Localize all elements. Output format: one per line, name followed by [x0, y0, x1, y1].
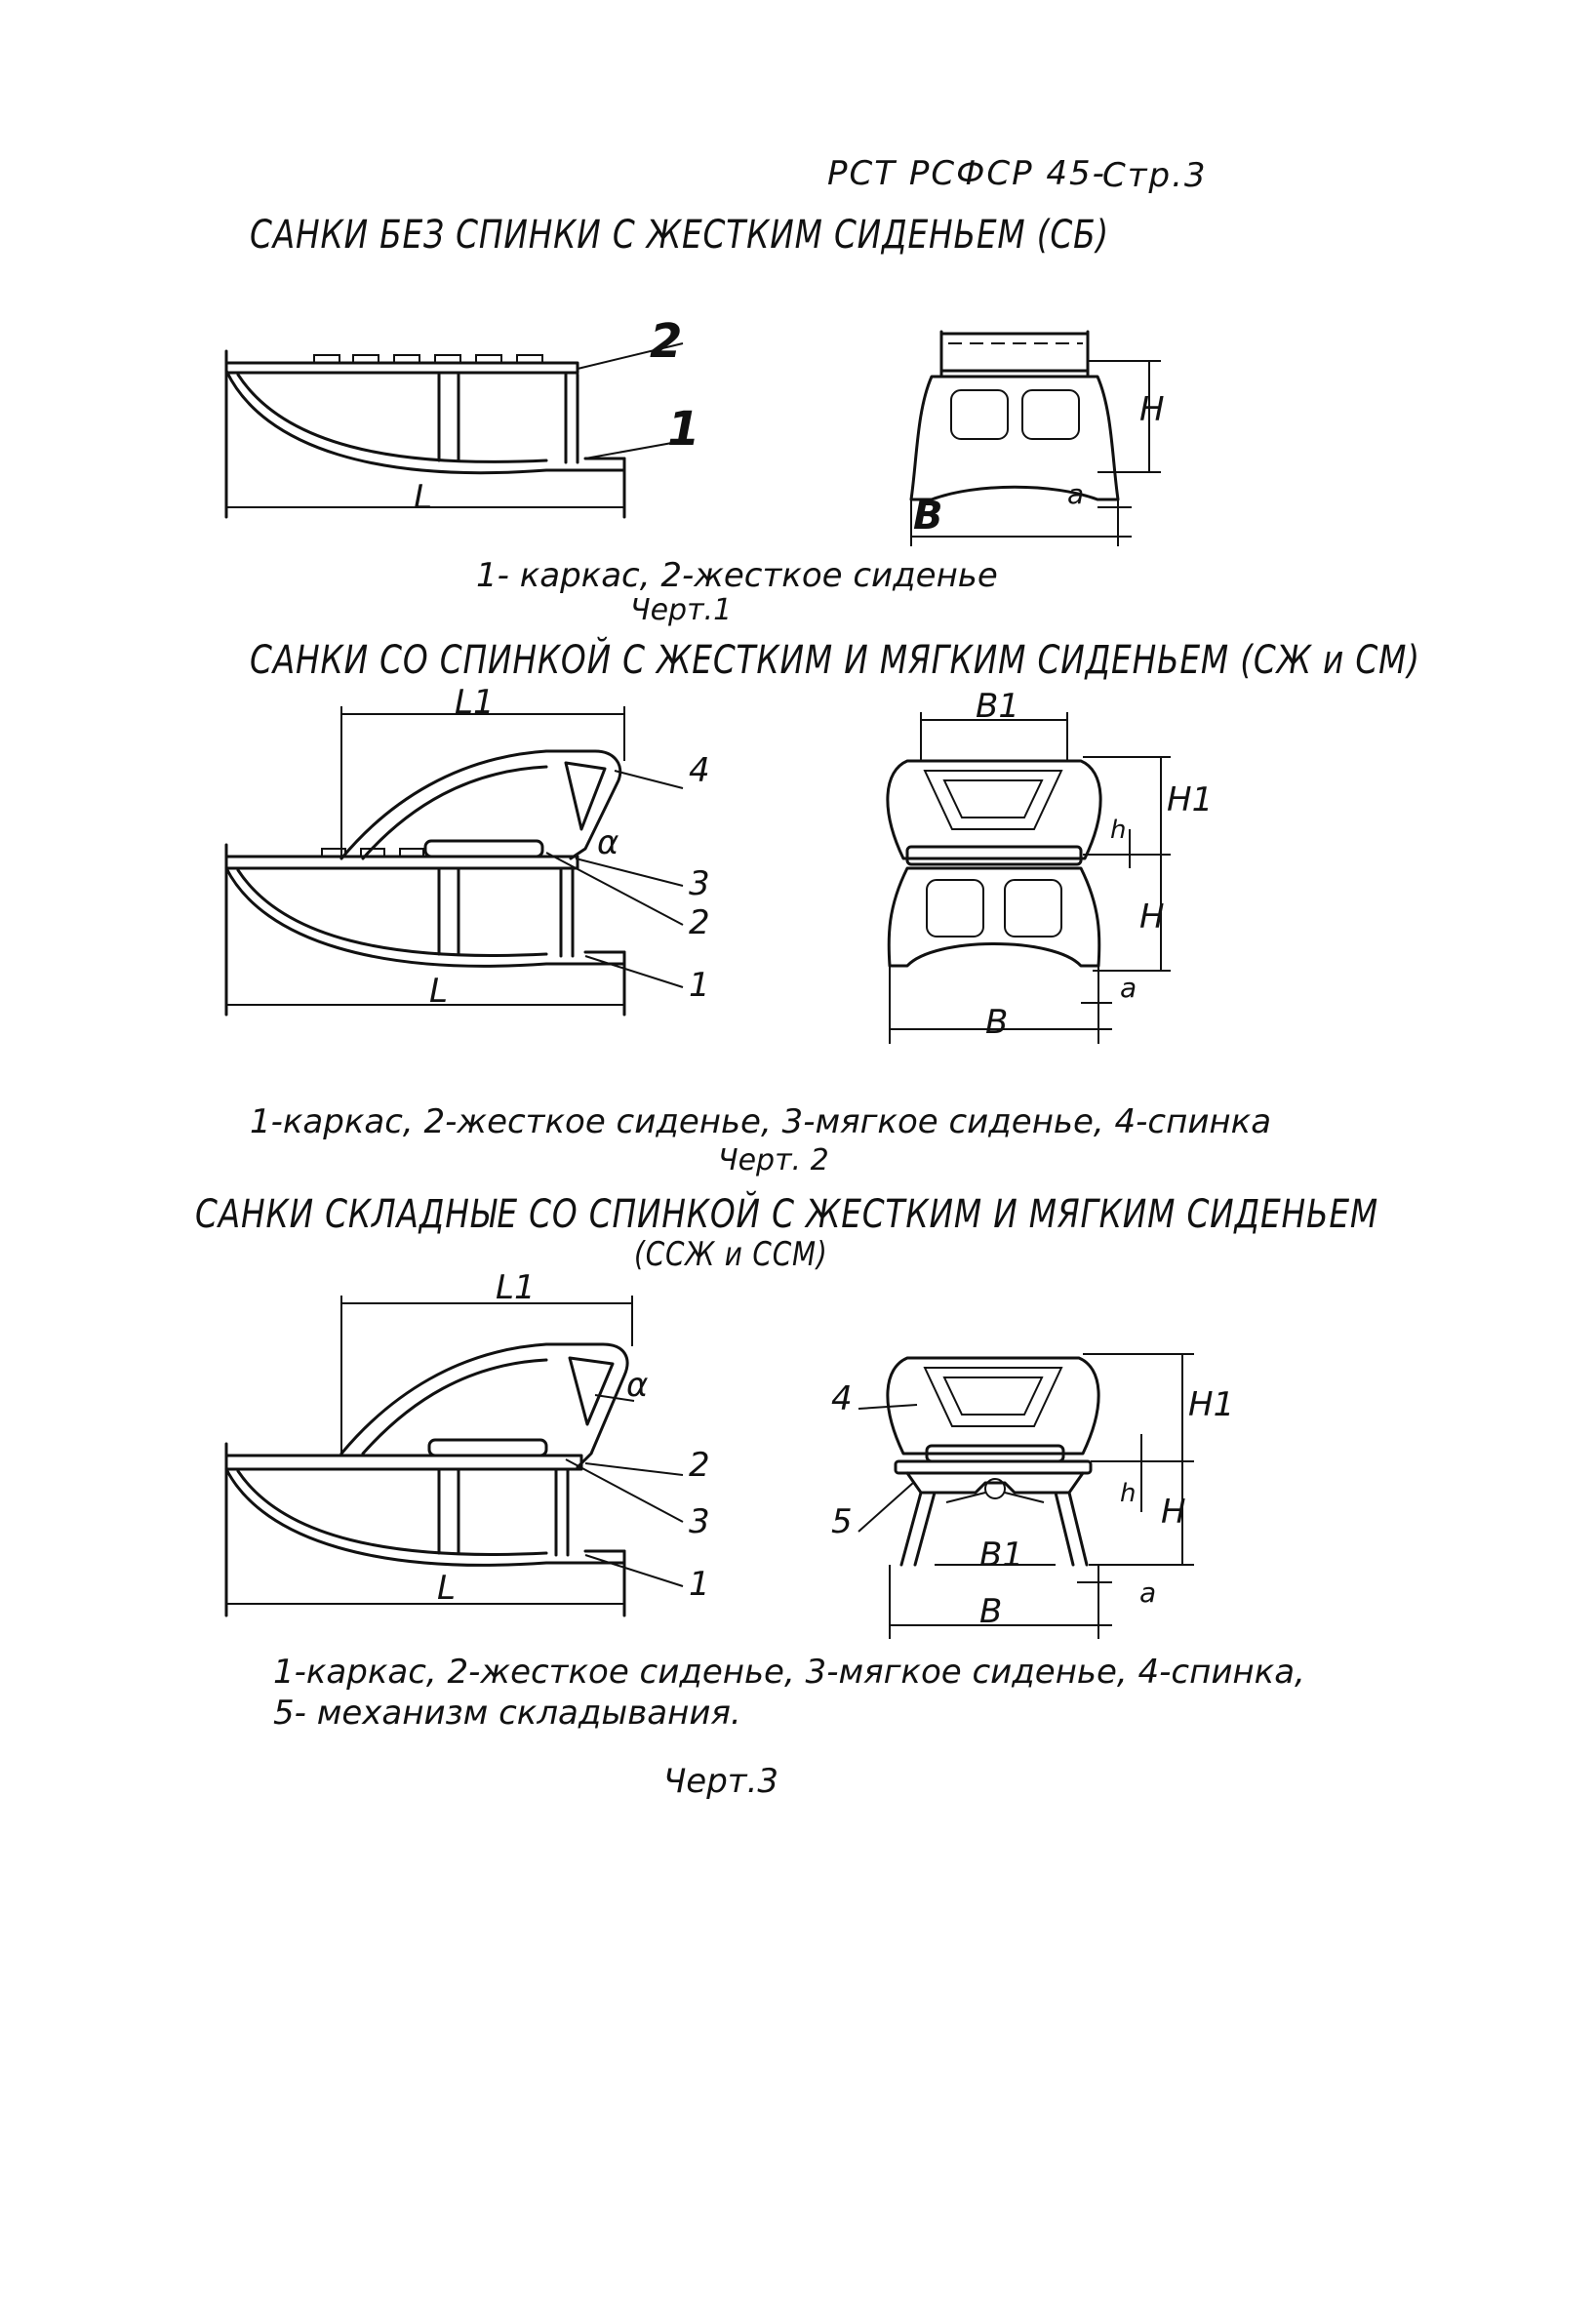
fig1-label-H: H	[1139, 390, 1165, 429]
fig3-label-B: B	[979, 1592, 1003, 1631]
figure1-front-view	[909, 330, 1161, 546]
fig3-label-1: 1	[689, 1565, 710, 1604]
figure2-side-view	[224, 706, 684, 1017]
fig3-label-a: a	[1139, 1576, 1157, 1609]
fig3-label-H: H	[1161, 1493, 1186, 1532]
fig2-label-H1: H1	[1167, 780, 1214, 819]
fig2-label-L1: L1	[455, 683, 495, 722]
section1-caption: 1- каркас, 2-жесткое сиденье	[476, 556, 998, 595]
fig3-label-4: 4	[831, 1379, 853, 1418]
figure3-number: Черт.3	[663, 1762, 779, 1801]
figure3-front-view	[858, 1353, 1194, 1639]
figure3-side-view	[224, 1296, 684, 1617]
fig2-label-3: 3	[689, 864, 710, 903]
fig2-label-1: 1	[689, 966, 710, 1005]
fig3-label-L: L	[437, 1569, 456, 1608]
fig1-label-2: 2	[650, 314, 683, 369]
figure1-number: Черт.1	[630, 593, 733, 627]
fig2-label-h: h	[1110, 816, 1127, 845]
fig2-label-H: H	[1139, 898, 1165, 937]
fig2-label-B1: B1	[976, 687, 1019, 726]
fig1-label-1: 1	[667, 402, 700, 457]
section3-caption-line1: 1-каркас, 2-жесткое сиденье, 3-мягкое си…	[273, 1653, 1305, 1692]
figure2-front-view	[886, 712, 1171, 1044]
figure2-number: Черт. 2	[718, 1143, 829, 1177]
section2-caption: 1-каркас, 2-жесткое сиденье, 3-мягкое си…	[250, 1102, 1272, 1141]
fig2-label-4: 4	[689, 751, 710, 790]
fig3-label-2: 2	[689, 1446, 710, 1485]
fig2-label-a: a	[1120, 972, 1137, 1004]
fig1-label-B: B	[913, 494, 943, 539]
section3-title: САНКИ СКЛАДНЫЕ СО СПИНКОЙ С ЖЕСТКИМ И МЯ…	[195, 1192, 1378, 1237]
fig3-label-H1: H1	[1188, 1385, 1235, 1424]
fig3-label-B1: B1	[979, 1536, 1023, 1575]
fig3-label-alpha: α	[626, 1366, 649, 1405]
fig1-label-a: a	[1067, 478, 1085, 510]
section2-title: САНКИ СО СПИНКОЙ С ЖЕСТКИМ И МЯГКИМ СИДЕ…	[250, 638, 1420, 683]
fig3-label-3: 3	[689, 1502, 710, 1541]
fig2-label-B: B	[985, 1003, 1009, 1042]
fig2-label-L: L	[429, 972, 448, 1011]
figure1-side-view	[224, 342, 684, 519]
fig1-label-L: L	[414, 478, 432, 517]
document-reference: РСТ РСФСР 45-	[827, 154, 1106, 193]
fig3-label-L1: L1	[496, 1268, 536, 1307]
section3-subtitle: (ССЖ и ССМ)	[634, 1235, 828, 1274]
fig3-label-5: 5	[831, 1502, 853, 1541]
fig2-label-alpha: α	[597, 823, 619, 862]
fig2-label-2: 2	[689, 903, 710, 942]
section1-title: САНКИ БЕЗ СПИНКИ С ЖЕСТКИМ СИДЕНЬЕМ (СБ)	[250, 213, 1110, 258]
page-number: Стр.3	[1102, 156, 1208, 195]
section3-caption-line2: 5- механизм складывания.	[273, 1694, 741, 1733]
fig3-label-h: h	[1120, 1479, 1137, 1508]
